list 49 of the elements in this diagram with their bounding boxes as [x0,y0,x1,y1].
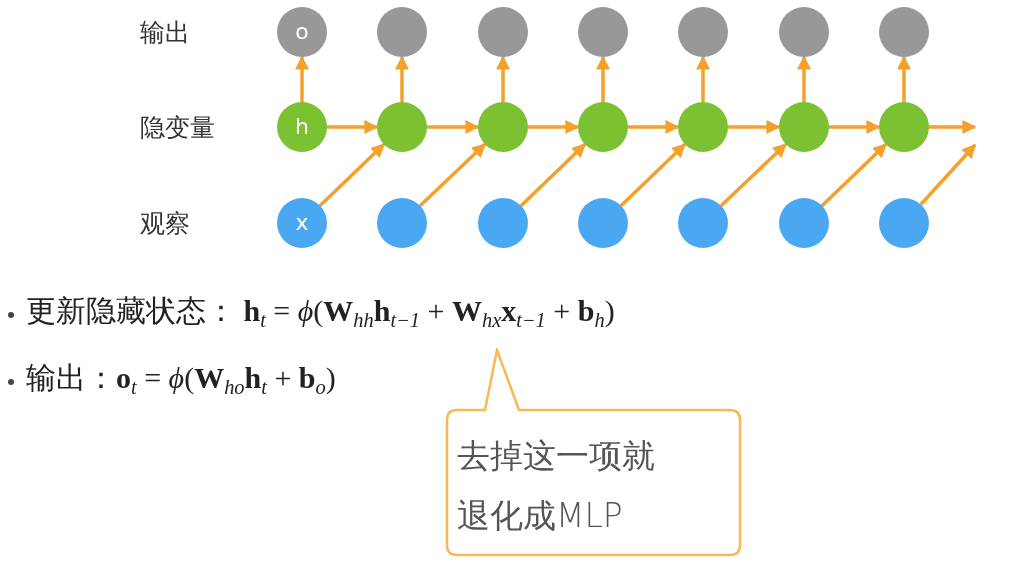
row-label: 输出 [140,16,190,49]
state-circle [377,102,427,152]
speech-bubble [445,348,742,557]
arrow [820,143,888,207]
arrow [719,142,788,208]
arrow [327,120,379,134]
state-circle [478,102,528,152]
state-circle [879,7,929,57]
arrow [519,143,587,207]
arrow [295,55,309,102]
row-label: 隐变量 [140,111,215,144]
state-circle [578,7,628,57]
state-circle [678,102,728,152]
state-circle [478,198,528,248]
arrow [395,55,409,102]
arrow [528,120,580,134]
callout-text: 去掉这一项就退化成MLP [457,435,656,537]
state-circle [779,102,829,152]
state-circle: x [277,198,327,248]
state-circle [879,198,929,248]
state-circle [678,7,728,57]
state-circle [879,102,929,152]
arrow [418,142,487,208]
arrow [496,55,510,102]
state-circle: h [277,102,327,152]
state-circle [578,102,628,152]
arrow [427,120,480,134]
state-circle: o [277,7,327,57]
arrow [619,143,687,207]
row-label: 观察 [140,207,190,240]
state-circle [478,7,528,57]
state-circle [779,7,829,57]
arrow [628,120,680,134]
arrow [318,143,386,207]
arrow [728,120,781,134]
state-circle [779,198,829,248]
arrow [919,143,977,206]
arrow [897,55,911,102]
arrow [797,55,811,102]
arrow [696,55,710,102]
state-circle [578,198,628,248]
state-circle [377,198,427,248]
state-circle [377,7,427,57]
arrow [596,55,610,102]
formula-text: 更新隐藏状态： h$_{t}$ = ϕ(W$_{hh}$h$_{t−1}$ + W$_{hx}$x$_{t−1}$ + b$_{h}$) [26,293,615,333]
arrow [929,120,977,134]
arrow [829,120,881,134]
formula-text: 输出：o$_{t}$ = ϕ(W$_{ho}$h$_{t}$ + b$_{o}$) [26,360,336,400]
state-circle [678,198,728,248]
